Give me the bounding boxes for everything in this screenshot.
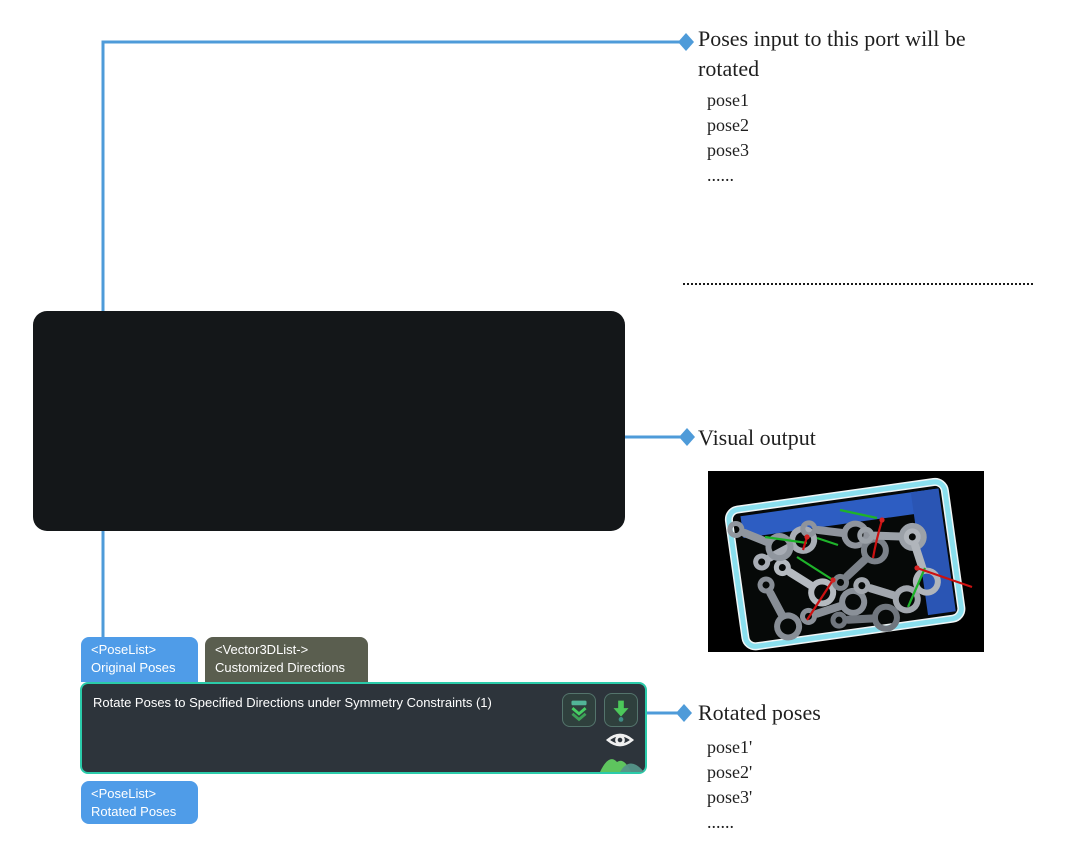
input-port-original-poses[interactable]: <PoseList> Original Poses xyxy=(81,637,198,682)
diamond-input-note xyxy=(678,33,694,51)
connecting-rods xyxy=(727,520,941,641)
visual-output-title: Visual output xyxy=(698,425,816,450)
visual-output-toggle[interactable] xyxy=(598,728,646,774)
collapse-button[interactable] xyxy=(562,693,596,727)
port-type: <PoseList> xyxy=(91,642,157,657)
list-item: pose1' xyxy=(707,737,753,757)
step-node[interactable]: <PoseList> Original Poses <Vector3DList-… xyxy=(33,311,647,824)
input-port-customized-directions[interactable]: <Vector3DList-> Customized Directions xyxy=(205,637,368,682)
list-item: pose1 xyxy=(707,90,749,110)
list-item: pose2' xyxy=(707,762,753,782)
dotted-separator xyxy=(683,283,1033,285)
pose-origin-dots xyxy=(804,517,920,583)
port-type: <Vector3DList-> xyxy=(215,642,309,657)
collapse-chevrons-icon xyxy=(571,700,587,722)
input-note-list: pose1 pose2 pose3 ...... xyxy=(707,88,749,188)
port-label: Customized Directions xyxy=(215,660,346,675)
run-to-node-arrow-icon xyxy=(613,700,629,722)
rotated-note-list: pose1' pose2' pose3' ...... xyxy=(707,735,752,835)
list-item: pose2 xyxy=(707,115,749,135)
run-to-node-button[interactable] xyxy=(604,693,638,727)
pose-axes-red xyxy=(801,519,973,621)
output-port-rotated-poses[interactable]: <PoseList> Rotated Poses xyxy=(81,781,198,824)
pose-axes-green xyxy=(764,508,927,608)
port-type: <PoseList> xyxy=(91,786,157,801)
connector-line-input xyxy=(101,40,680,330)
eye-icon xyxy=(605,733,635,747)
node-body[interactable]: Rotate Poses to Specified Directions und… xyxy=(80,682,647,774)
diamond-visual-note xyxy=(679,428,695,446)
list-item: pose3 xyxy=(707,140,749,160)
input-note-title: Poses input to this port will be rotated xyxy=(698,26,966,81)
visual-output-image xyxy=(708,471,984,652)
list-item: ...... xyxy=(707,165,734,185)
rotated-note-title: Rotated poses xyxy=(698,700,821,725)
diamond-output-note xyxy=(676,704,692,722)
node-title: Rotate Poses to Specified Directions und… xyxy=(93,695,492,710)
image-preview-icon xyxy=(600,759,644,772)
port-label: Rotated Poses xyxy=(91,804,177,819)
list-item: pose3' xyxy=(707,787,753,807)
list-item: ...... xyxy=(707,812,734,832)
port-label: Original Poses xyxy=(91,660,176,675)
